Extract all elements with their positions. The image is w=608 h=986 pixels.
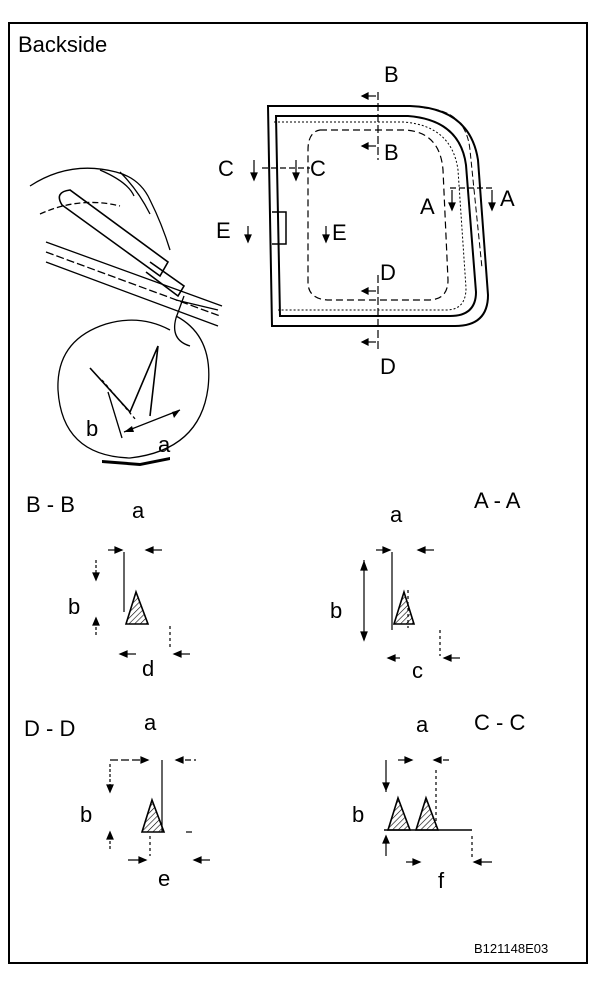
section-dd-dim-b: b bbox=[80, 802, 93, 827]
glass-outline bbox=[266, 105, 490, 327]
hand-applicator-illustration bbox=[29, 167, 223, 459]
figure-id: B121148E03 bbox=[474, 941, 549, 956]
section-aa-drawing bbox=[360, 546, 460, 662]
section-mark-e-inner: E bbox=[332, 220, 347, 245]
section-cc-dim-a: a bbox=[416, 712, 429, 737]
section-cc-dim-b: b bbox=[352, 802, 365, 827]
section-bb-dim-a: a bbox=[132, 498, 145, 523]
section-cc-title: C - C bbox=[474, 710, 526, 735]
section-mark-c-inner: C bbox=[310, 156, 326, 181]
section-aa-dim-c: c bbox=[412, 658, 423, 683]
section-mark-b-inner: B bbox=[384, 140, 399, 165]
section-mark-e-outer: E bbox=[216, 218, 231, 243]
header-title: Backside bbox=[18, 32, 108, 57]
detail-dim-b: b bbox=[86, 416, 99, 441]
section-mark-a-inner: A bbox=[420, 194, 435, 219]
section-aa-dim-b: b bbox=[330, 598, 343, 623]
section-cc-drawing bbox=[382, 756, 492, 866]
section-bb-title: B - B bbox=[26, 492, 75, 517]
section-mark-a-outer: A bbox=[500, 186, 515, 211]
section-dd-title: D - D bbox=[24, 716, 76, 741]
section-mark-d-inner: D bbox=[380, 260, 396, 285]
section-mark-b-top: B bbox=[384, 62, 399, 87]
section-bb-drawing bbox=[92, 546, 190, 658]
section-dd-dim-a: a bbox=[144, 710, 157, 735]
section-aa-dim-a: a bbox=[390, 502, 403, 527]
section-mark-d-bottom: D bbox=[380, 354, 396, 379]
detail-dim-a: a bbox=[158, 432, 171, 457]
diagram-frame bbox=[8, 22, 588, 964]
section-bb-dim-d: d bbox=[142, 656, 155, 681]
section-aa-title: A - A bbox=[474, 488, 521, 513]
section-cc-dim-f: f bbox=[438, 868, 445, 893]
section-bb-dim-b: b bbox=[68, 594, 81, 619]
section-mark-c-outer: C bbox=[218, 156, 234, 181]
section-dd-dim-e: e bbox=[158, 866, 171, 891]
section-cut-lines bbox=[244, 92, 496, 352]
section-dd-drawing bbox=[106, 756, 210, 864]
